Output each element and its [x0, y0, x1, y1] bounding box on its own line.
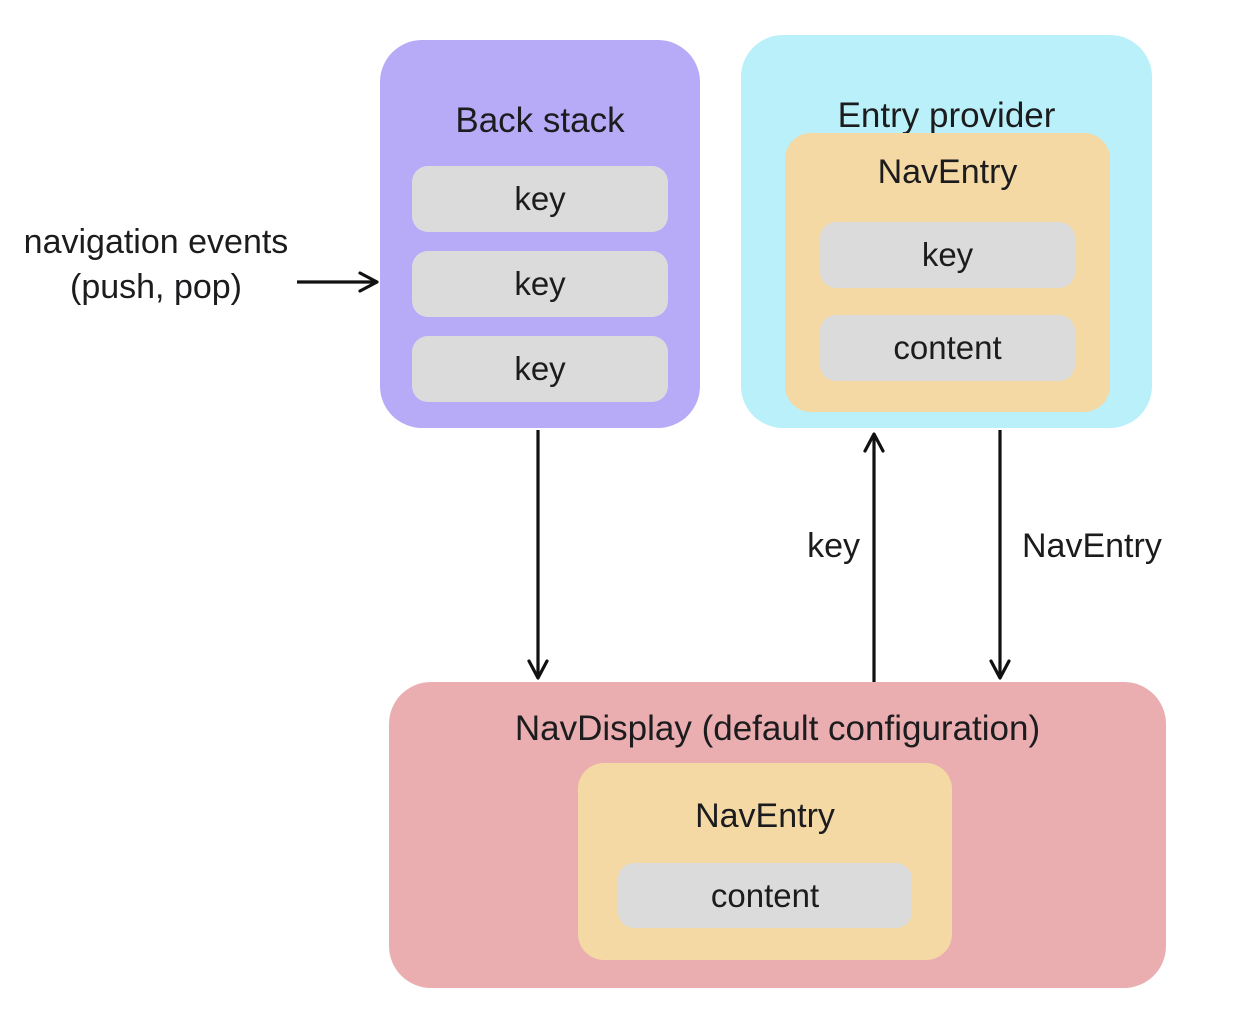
back-stack-key-pill: key: [412, 251, 668, 317]
nav-entry-arrow-label: NavEntry: [1022, 527, 1162, 565]
back-stack-key-pill: key: [412, 166, 668, 232]
nav-entry-content-pill: content: [618, 863, 912, 928]
key-arrow-label: key: [807, 527, 860, 565]
key-label: key: [514, 265, 566, 302]
content-label: content: [710, 876, 820, 914]
nav-entry-title: NavEntry: [877, 153, 1018, 191]
entry-provider-nav-entry-box: NavEntry key content: [785, 133, 1110, 412]
back-stack-title: Back stack: [455, 101, 625, 140]
nav-entry-title: NavEntry: [695, 797, 835, 835]
nav-entry-key-pill: key: [820, 222, 1075, 288]
key-label: key: [514, 350, 566, 387]
content-label: content: [893, 329, 1002, 366]
key-label: key: [921, 236, 974, 273]
back-stack-box: Back stack key key key: [380, 40, 700, 428]
back-stack-key-pill: key: [412, 336, 668, 402]
navigation-events-label: navigation events (push, pop): [0, 220, 312, 310]
nav-display-title: NavDisplay (default configuration): [514, 709, 1041, 748]
entry-provider-title: Entry provider: [837, 96, 1056, 135]
navigation-events-line1: navigation events: [23, 223, 289, 261]
nav-display-box: NavDisplay (default configuration) NavEn…: [389, 682, 1166, 988]
key-label: key: [514, 180, 566, 217]
nav-display-nav-entry-box: NavEntry content: [578, 763, 952, 960]
entry-provider-box: Entry provider NavEntry key content: [741, 35, 1152, 428]
nav-entry-content-pill: content: [820, 315, 1075, 381]
navigation-events-line2: (push, pop): [70, 268, 242, 306]
